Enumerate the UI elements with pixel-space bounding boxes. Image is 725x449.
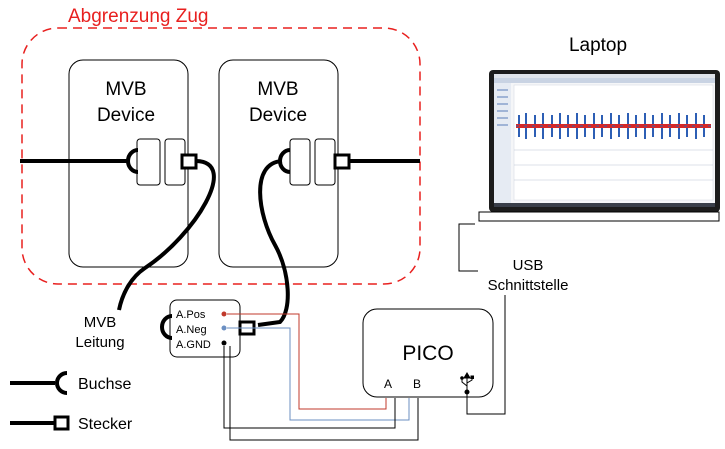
mvb-cable-2 [257,159,290,327]
device-2-label-line2: Device [249,105,307,126]
zone-label: Abgrenzung Zug [68,6,209,27]
gnd-terminal [221,340,227,346]
usb-cable-laptop [458,223,478,272]
pico-port-a: A [384,377,392,391]
adapter-gnd-label: A.GND [176,339,211,351]
plug-device-1 [180,153,198,170]
laptop-label: Laptop [569,35,627,56]
train-boundary [21,27,421,285]
device-1-port-left [136,138,161,186]
pico-box [362,308,494,398]
device-1-label-line2: Device [97,105,155,126]
mvb-cable-label-line2: Leitung [75,334,124,351]
legend-socket-icon [55,371,68,395]
legend-plug-label: Stecker [78,416,133,433]
legend: Buchse Stecker [10,371,133,433]
usb-icon [460,372,474,395]
wire-pos [227,313,387,410]
usb-label-line1: USB [513,257,544,274]
legend-socket-label: Buchse [78,376,131,393]
adapter-neg-label: A.Neg [176,324,207,336]
device-1-label-line1: MVB [105,79,146,100]
device-2-port-right [314,138,336,186]
usb-label-line2: Schnittstelle [488,277,569,294]
mvb-cable-1 [117,159,216,311]
adapter-socket [160,314,173,340]
adapter-pos-label: A.Pos [176,309,206,321]
pico-port-b: B [413,377,421,391]
neg-terminal [221,325,227,331]
legend-plug-icon [53,415,70,431]
device-2-port-left [289,138,311,186]
mvb-cable-label-line1: MVB [84,314,117,331]
plug-device-2 [333,153,351,170]
pos-terminal [221,311,227,317]
wire-gnd-b [229,346,419,441]
pico-title: PICO [402,342,453,365]
wire-gnd-a [223,346,396,429]
socket-device-1 [126,148,139,174]
laptop-illustration [478,70,720,222]
usb-cable-pico [466,295,506,415]
wire-neg [227,327,410,421]
device-2-label-line1: MVB [257,79,298,100]
